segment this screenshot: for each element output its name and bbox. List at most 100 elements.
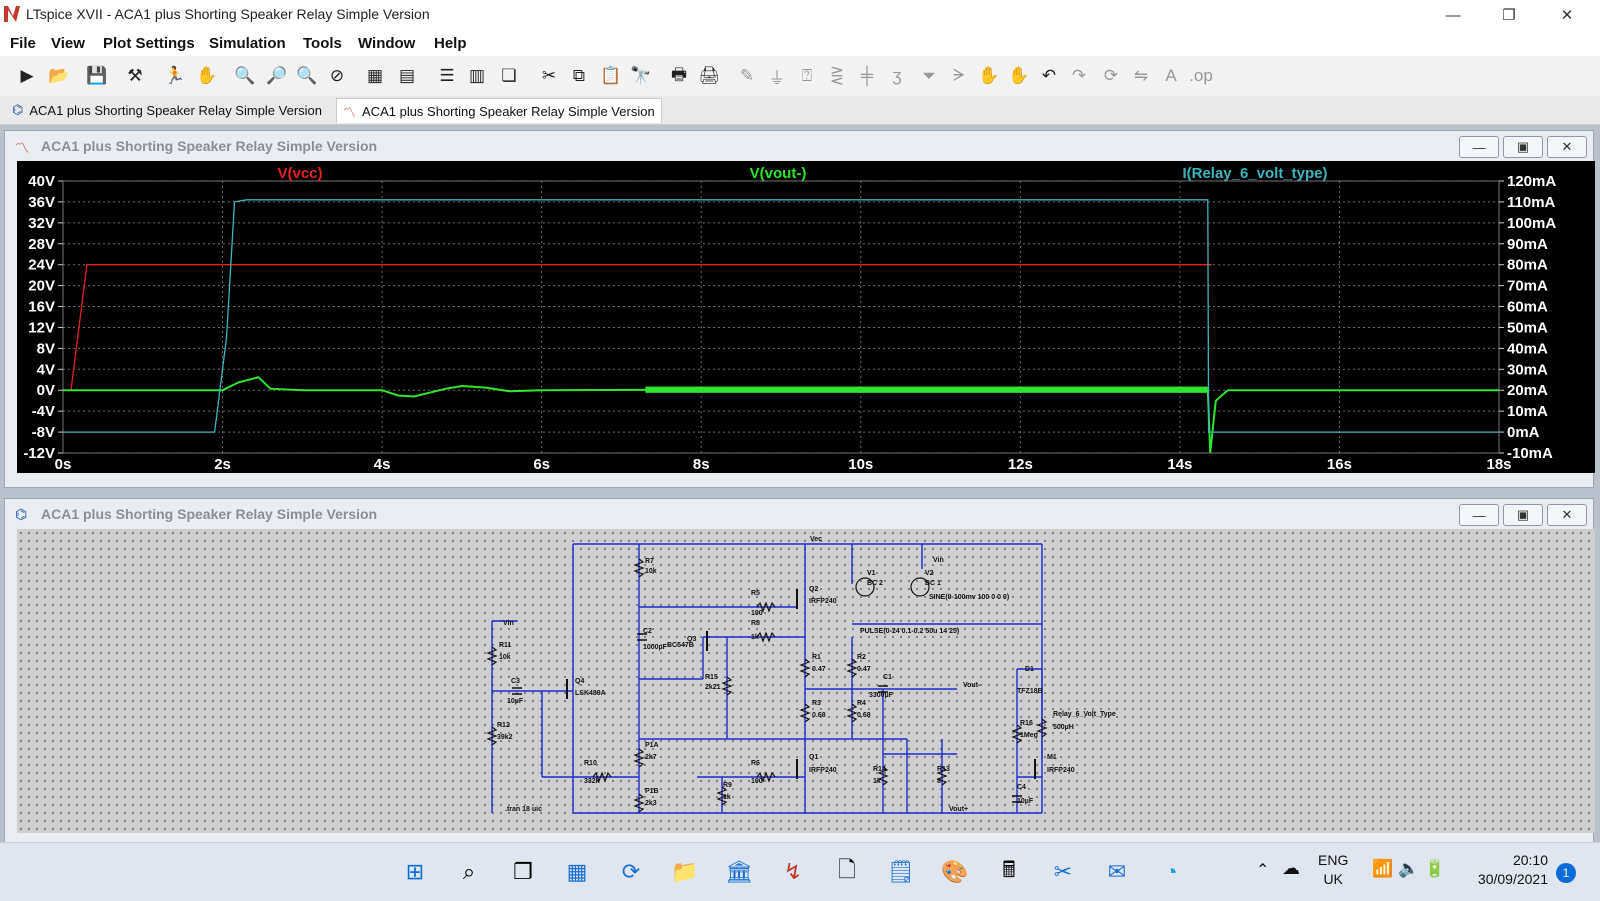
menu-view[interactable]: View — [51, 35, 85, 52]
zoom-in-icon[interactable]: 🔍 — [234, 66, 256, 85]
find-icon[interactable]: 🔭 — [630, 66, 652, 85]
new-schematic-icon[interactable]: ▶ — [20, 66, 34, 85]
battery-icon[interactable]: 🔋 — [1424, 859, 1446, 878]
copy-icon[interactable]: ⧉ — [572, 66, 586, 85]
onedrive-icon[interactable]: ☁ — [1282, 858, 1300, 878]
notification-badge[interactable]: 1 — [1556, 863, 1576, 883]
menu-window[interactable]: Window — [358, 35, 416, 52]
schematic-label: PULSE(0-24 0.1-0.2 50u 14 25) — [860, 628, 959, 635]
inductor-icon[interactable]: ʒ — [892, 66, 902, 85]
tile-vertical-icon[interactable]: ▥ — [468, 66, 486, 85]
plot-settings-icon[interactable]: ▤ — [398, 66, 416, 85]
save-icon[interactable]: 💾 — [86, 66, 108, 85]
print-icon[interactable]: 🖶 — [670, 64, 688, 84]
drag-icon[interactable]: ✋ — [1008, 66, 1030, 85]
waveform-icon: 〽 — [343, 104, 357, 120]
file-explorer-icon[interactable]: 📁 — [671, 859, 699, 884]
legend-label: V(vcc) — [277, 165, 322, 182]
close-button[interactable]: ✕ — [1560, 7, 1574, 24]
search-icon[interactable]: ⌕ — [462, 859, 476, 884]
notes-icon[interactable]: 🗋 — [838, 857, 856, 882]
restore-button[interactable]: ❐ — [1502, 7, 1516, 24]
tile-horizontal-icon[interactable]: ☰ — [439, 66, 455, 85]
label-net-icon[interactable]: ⍰ — [801, 66, 813, 85]
clock-date: 30/09/2021 — [1477, 871, 1548, 887]
schematic-label: C1 — [883, 674, 892, 681]
calculator-icon[interactable]: 🖩 — [1002, 857, 1016, 882]
language-label: ENG — [1318, 852, 1349, 868]
paste-icon[interactable]: 📋 — [600, 66, 622, 85]
zoom-area-icon[interactable]: 🔎 — [266, 66, 288, 85]
undo-icon[interactable]: ↶ — [1041, 66, 1057, 85]
paint-icon[interactable]: 🎨 — [941, 859, 969, 884]
widgets-icon[interactable]: ▦ — [566, 859, 588, 884]
notepad-icon[interactable]: 🗒 — [887, 859, 915, 884]
volume-icon[interactable]: 🔈 — [1398, 859, 1420, 878]
chevron-up-icon[interactable]: ⌃ — [1256, 862, 1270, 879]
clock[interactable]: 20:10 30/09/2021 — [1468, 851, 1548, 889]
menu-help[interactable]: Help — [434, 35, 467, 52]
window-title: LTspice XVII - ACA1 plus Shorting Speake… — [26, 6, 430, 22]
halt-icon[interactable]: ✋ — [196, 66, 218, 85]
resistor-symbol — [846, 703, 858, 723]
tab-waveform[interactable]: 〽 ACA1 plus Shorting Speaker Relay Simpl… — [336, 98, 662, 123]
ground-icon[interactable]: ⏚ — [768, 68, 786, 88]
x-tick-label: 10s — [848, 456, 873, 473]
capacitor-icon[interactable]: ╪ — [860, 66, 874, 85]
waveform-minimize-button[interactable]: — — [1459, 136, 1499, 158]
control-panel-icon[interactable]: ⚒ — [127, 66, 143, 85]
resistor-symbol — [799, 703, 811, 723]
edge-icon[interactable]: ◔ — [1164, 859, 1178, 884]
cascade-icon[interactable]: ❏ — [501, 66, 517, 85]
schematic-label: 500µH — [1053, 724, 1074, 731]
task-view-icon[interactable]: ❐ — [513, 859, 533, 884]
schematic-maximize-button[interactable]: ▣ — [1503, 504, 1543, 526]
schematic-label: IRFP240 — [1047, 767, 1075, 774]
refresh-app-icon[interactable]: ⟳ — [621, 859, 641, 884]
schematic-minimize-button[interactable]: — — [1459, 504, 1499, 526]
diode-icon[interactable]: ⏷ — [922, 66, 936, 85]
schematic-close-button[interactable]: ✕ — [1547, 504, 1587, 526]
run-icon[interactable]: 🏃 — [164, 66, 186, 85]
cut-icon[interactable]: ✂ — [541, 66, 557, 85]
left-tick-label: 8V — [37, 340, 55, 357]
minimize-button[interactable]: — — [1445, 6, 1461, 24]
ltspice-icon[interactable]: ↯ — [783, 859, 803, 884]
menu-simulation[interactable]: Simulation — [209, 35, 286, 52]
schematic-label: Q3 — [687, 636, 696, 643]
schematic-label: R12 — [497, 722, 510, 729]
zoom-out-icon[interactable]: 🔍 — [296, 66, 318, 85]
zoom-cancel-icon[interactable]: ⊘ — [329, 66, 345, 85]
rotate-icon[interactable]: ⟳ — [1103, 66, 1119, 85]
resistor-icon[interactable]: ⋛ — [829, 66, 845, 85]
tab-schematic[interactable]: ⌬ ACA1 plus Shorting Speaker Relay Simpl… — [6, 98, 328, 122]
waveform-close-button[interactable]: ✕ — [1547, 136, 1587, 158]
print-preview-icon[interactable]: 🖨 — [698, 66, 720, 85]
open-icon[interactable]: 📂 — [48, 66, 70, 85]
autorange-icon[interactable]: ▦ — [366, 66, 384, 85]
redo-icon[interactable]: ↷ — [1071, 66, 1087, 85]
resistor-symbol — [486, 726, 498, 746]
windows-start-icon[interactable]: ⊞ — [405, 859, 425, 884]
menu-tools[interactable]: Tools — [303, 35, 342, 52]
draw-wire-icon[interactable]: ✎ — [739, 66, 755, 85]
bank-app-icon[interactable]: 🏛 — [725, 859, 753, 884]
menu-plot-settings[interactable]: Plot Settings — [103, 35, 195, 52]
plot-frame — [62, 180, 1500, 454]
mail-icon[interactable]: ✉ — [1107, 859, 1127, 884]
menu-file[interactable]: File — [10, 35, 36, 52]
wifi-icon[interactable]: 📶 — [1372, 859, 1394, 878]
language-indicator[interactable]: ENG UK — [1318, 851, 1348, 889]
snipping-tool-icon[interactable]: ✂ — [1053, 859, 1073, 884]
move-icon[interactable]: ✋ — [978, 66, 1000, 85]
right-tick-label: 90mA — [1507, 236, 1548, 253]
spice-directive-icon[interactable]: .op — [1189, 66, 1213, 85]
mirror-icon[interactable]: ⇋ — [1133, 66, 1149, 85]
text-icon[interactable]: A — [1165, 66, 1177, 85]
component-icon[interactable]: ᗒ — [952, 66, 966, 85]
waveform-maximize-button[interactable]: ▣ — [1503, 136, 1543, 158]
